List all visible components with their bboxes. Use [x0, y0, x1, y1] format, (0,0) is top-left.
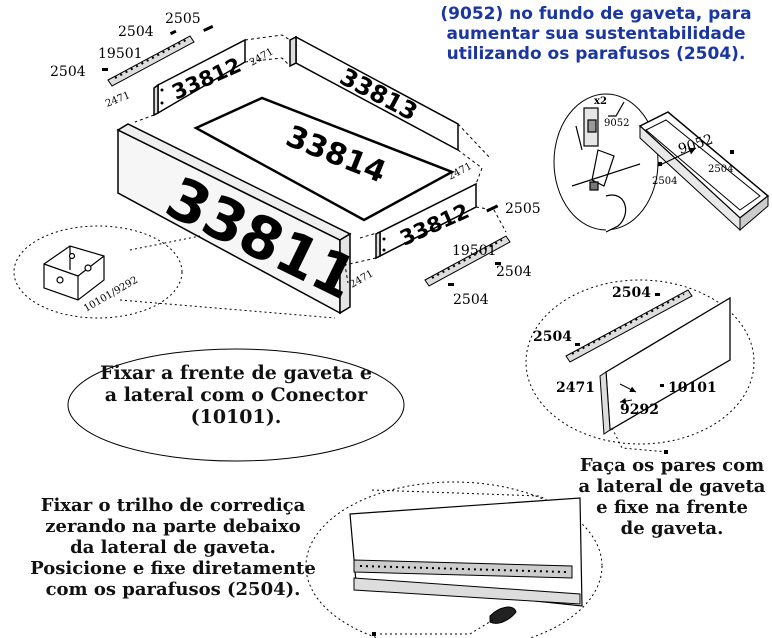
label-2471-right: 2471 [446, 161, 474, 183]
front-connector-note: Fixar a frente de gaveta e a lateral com… [100, 362, 372, 429]
slide-note: Fixar o trilho de corrediça zerando na p… [30, 495, 316, 601]
label-x2: x2 [594, 96, 607, 107]
slide-right [424, 235, 511, 287]
label-2504-left: 2504 [50, 64, 86, 80]
label-2505-top: 2505 [165, 11, 201, 27]
side-panel-bottom [349, 497, 583, 607]
bottom-panel [193, 96, 455, 222]
label-2504-bottom: 2504 [453, 292, 489, 308]
slide-left [107, 35, 195, 87]
connector-detail: 10101/9292 [13, 225, 336, 319]
label-10101-side: 10101 [668, 380, 717, 396]
label-19501-right: 19501 [452, 243, 497, 259]
label-19501-top: 19501 [98, 46, 143, 62]
label-9052-detail: 9052 [604, 118, 629, 129]
label-2504-side-top: 2504 [612, 285, 651, 301]
label-2471-side: 2471 [556, 380, 595, 396]
label-2504-right: 2504 [496, 264, 532, 280]
label-2505-right: 2505 [505, 201, 541, 217]
label-2504-side-left: 2504 [533, 329, 572, 345]
screws [102, 24, 501, 286]
side-pairing-detail: 2504 2504 2471 10101 9292 [525, 279, 755, 454]
top-bracket-note: (9052) no fundo de gaveta, para aumentar… [440, 4, 752, 64]
bracket-detail: x2 9052 9052 2504 2504 [553, 93, 770, 233]
label-2504-tray-left: 2504 [652, 176, 677, 187]
slide-detail [305, 481, 603, 638]
label-2471-left: 2471 [104, 90, 132, 110]
part-back-label: 33813 [335, 63, 422, 127]
drawer-exploded-view [116, 35, 477, 315]
label-2471-back: 2471 [248, 46, 276, 68]
label-2504-tray-right: 2504 [708, 164, 733, 175]
alignment-lines [134, 34, 507, 284]
pairs-note: Faça os pares com a lateral de gaveta e … [578, 455, 766, 540]
label-2504-top: 2504 [118, 24, 154, 40]
label-9292-side: 9292 [620, 402, 659, 418]
front-connector-note-frame [67, 348, 405, 462]
